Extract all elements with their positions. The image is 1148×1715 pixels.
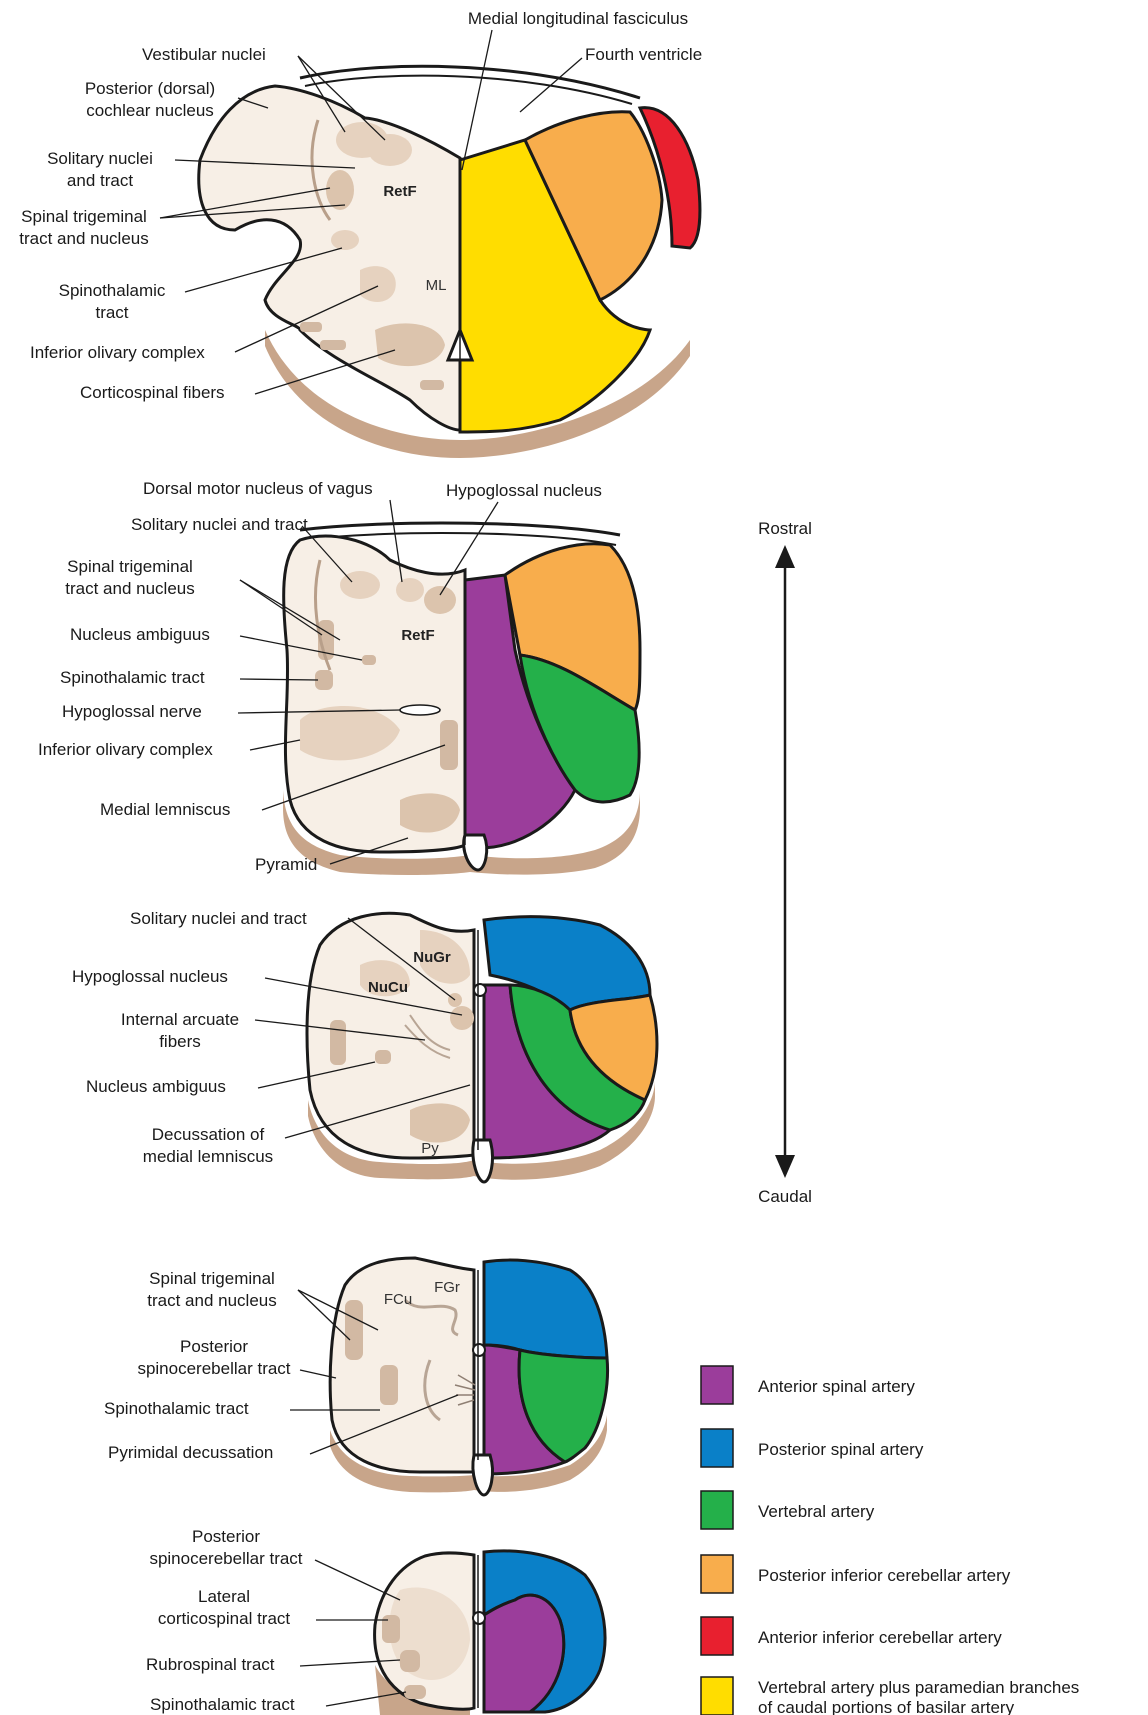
medial-lemniscus-label: Medial lemniscus [100,800,230,819]
nugr-label: NuGr [413,949,451,966]
dorsal-cochlear-label-2: cochlear nucleus [86,101,214,120]
spinal-trig-label-1a: Spinal trigeminal [21,207,147,226]
retf-label-1: RetF [383,183,416,200]
fgr-label: FGr [434,1279,460,1296]
spinal-trig-label-1b: tract and nucleus [19,229,148,248]
pyramid-label: Pyramid [255,855,317,874]
legend-label: of caudal portions of basilar artery [758,1698,1015,1715]
nucleus-ambiguus-label-2: Nucleus ambiguus [70,625,210,644]
decussation-label-a: Decussation of [152,1125,265,1144]
inferior-olivary-label-1: Inferior olivary complex [30,343,205,362]
py-label: Py [421,1140,439,1157]
section-mid-medulla: RetF Dorsal motor nucleus of vagus Hypog… [38,479,640,875]
legend-label: Anterior spinal artery [758,1377,915,1396]
section-pyramidal-decussation: FCu FGr Spinal trigeminal tract and nucl… [104,1258,608,1495]
legend-label: Posterior inferior cerebellar artery [758,1566,1011,1585]
mlf-label: Medial longitudinal fasciculus [468,9,688,28]
legend-item: Anterior inferior cerebellar artery [701,1617,1002,1655]
legend-item: Vertebral artery plus paramedian branche… [701,1677,1079,1715]
solitary-label-1b: and tract [67,171,133,190]
nucu-label: NuCu [368,979,408,996]
spinothalamic-label-2: Spinothalamic tract [60,668,205,687]
solitary-label-3: Solitary nuclei and tract [130,909,307,928]
section-rostral-medulla: RetF ML Medial longitudinal fasciculus F… [19,9,702,458]
section-cervical-cord: Posterior spinocerebellar tract Lateral … [146,1527,605,1715]
ml-label: ML [426,277,447,294]
internal-arcuate-label-a: Internal arcuate [121,1010,239,1029]
legend-swatch [701,1677,733,1715]
section-caudal-medulla: NuGr NuCu Py Solitary nuclei and tract H… [72,909,657,1182]
spinal-trig-label-4b: tract and nucleus [147,1291,276,1310]
spinal-trig-label-2b: tract and nucleus [65,579,194,598]
legend-label: Anterior inferior cerebellar artery [758,1628,1002,1647]
retf-label-2: RetF [401,627,434,644]
rostral-caudal-axis: Rostral Caudal [758,519,812,1206]
decussation-label-b: medial lemniscus [143,1147,273,1166]
spinothalamic-label-5: Spinothalamic tract [150,1695,295,1714]
legend-swatch [701,1617,733,1655]
fourth-ventricle-label: Fourth ventricle [585,45,702,64]
rostral-label: Rostral [758,519,812,538]
vestibular-nuclei-label: Vestibular nuclei [142,45,266,64]
posterior-spinal-region-4 [484,1260,607,1358]
spinal-trig-label-2a: Spinal trigeminal [67,557,193,576]
legend-swatch [701,1429,733,1467]
post-spinocerebellar-label-4b: spinocerebellar tract [137,1359,290,1378]
legend-swatch [701,1366,733,1404]
rubrospinal-label: Rubrospinal tract [146,1655,275,1674]
legend-item: Anterior spinal artery [701,1366,915,1404]
lateral-cst-label-b: corticospinal tract [158,1609,291,1628]
post-spinocerebellar-label-4a: Posterior [180,1337,248,1356]
legend-swatch [701,1555,733,1593]
medulla-left-half-1 [199,86,460,430]
caudal-label: Caudal [758,1187,812,1206]
internal-arcuate-label-b: fibers [159,1032,201,1051]
spinothalamic-label-1a: Spinothalamic [59,281,166,300]
inferior-olivary-label-2: Inferior olivary complex [38,740,213,759]
fcu-label: FCu [384,1291,412,1308]
legend-item: Posterior spinal artery [701,1429,924,1467]
hypoglossal-nerve-label: Hypoglossal nerve [62,702,202,721]
dorsal-motor-vagus-label: Dorsal motor nucleus of vagus [143,479,373,498]
corticospinal-label-1: Corticospinal fibers [80,383,225,402]
spinothalamic-label-4: Spinothalamic tract [104,1399,249,1418]
dorsal-cochlear-label-1: Posterior (dorsal) [85,79,215,98]
spinal-trig-label-4a: Spinal trigeminal [149,1269,275,1288]
hypoglossal-nucleus-label-3: Hypoglossal nucleus [72,967,228,986]
pyramidal-decussation-label: Pyrimidal decussation [108,1443,273,1462]
solitary-label-1a: Solitary nuclei [47,149,153,168]
solitary-label-2: Solitary nuclei and tract [131,515,308,534]
legend-label: Vertebral artery plus paramedian branche… [758,1678,1079,1697]
hypoglossal-nucleus-label-2: Hypoglossal nucleus [446,481,602,500]
legend-swatch [701,1491,733,1529]
nucleus-ambiguus-label-3: Nucleus ambiguus [86,1077,226,1096]
legend-item: Posterior inferior cerebellar artery [701,1555,1011,1593]
legend-label: Vertebral artery [758,1502,875,1521]
post-spinocerebellar-label-5a: Posterior [192,1527,260,1546]
legend-label: Posterior spinal artery [758,1440,924,1459]
legend-item: Vertebral artery [701,1491,875,1529]
lateral-cst-label-a: Lateral [198,1587,250,1606]
spinothalamic-label-1b: tract [95,303,128,322]
post-spinocerebellar-label-5b: spinocerebellar tract [149,1549,302,1568]
